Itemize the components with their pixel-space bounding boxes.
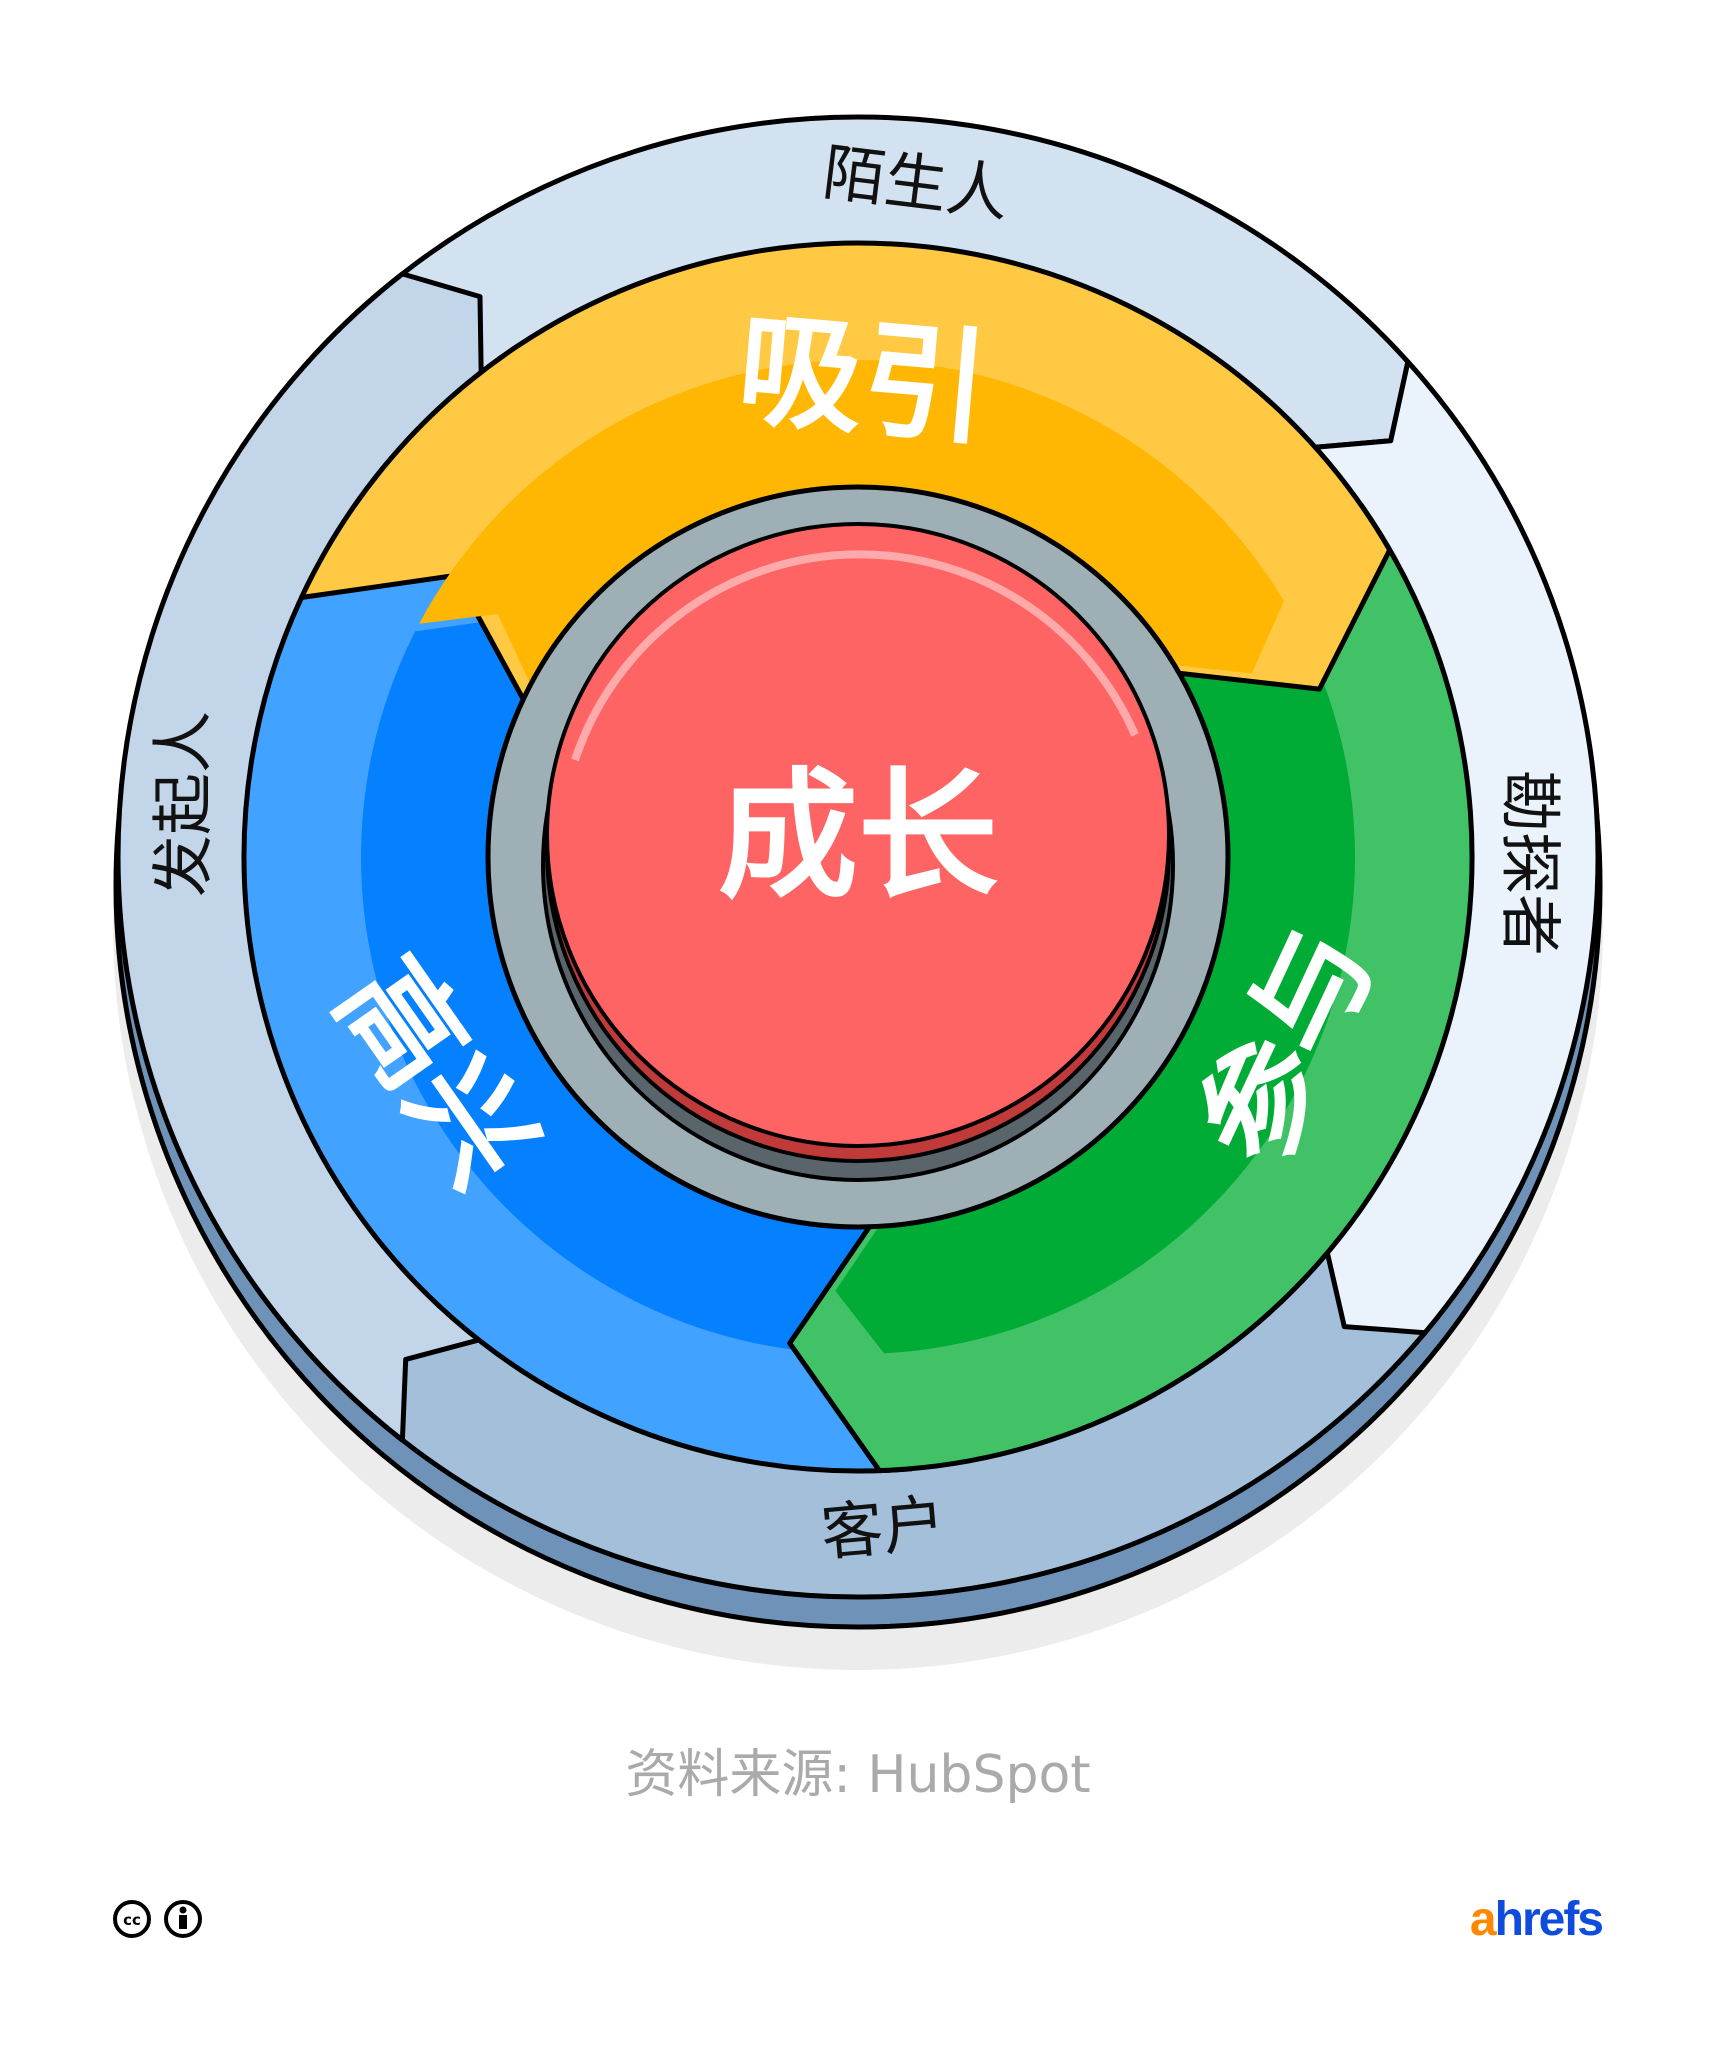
center-button-highlight: [571, 550, 1139, 762]
label-prospects: 勘探者: [1494, 770, 1567, 956]
label-customers: 客户: [818, 1486, 948, 1570]
ahrefs-logo: ahrefs: [1470, 1893, 1602, 1946]
stage-attract-inner-band: [419, 360, 1284, 683]
label-growth: 成长: [718, 756, 998, 919]
svg-text:cc: cc: [123, 1911, 141, 1929]
center-button: [545, 522, 1171, 1148]
label-promoters: 发起人: [147, 711, 220, 897]
attribution-icon: [164, 1900, 202, 1938]
label-attract: 吸引: [732, 297, 994, 463]
cc-icon: cc: [113, 1900, 151, 1938]
source-caption: 资料来源: HubSpot: [625, 1745, 1090, 1805]
stage-engage-inner-band: [835, 593, 1356, 1354]
